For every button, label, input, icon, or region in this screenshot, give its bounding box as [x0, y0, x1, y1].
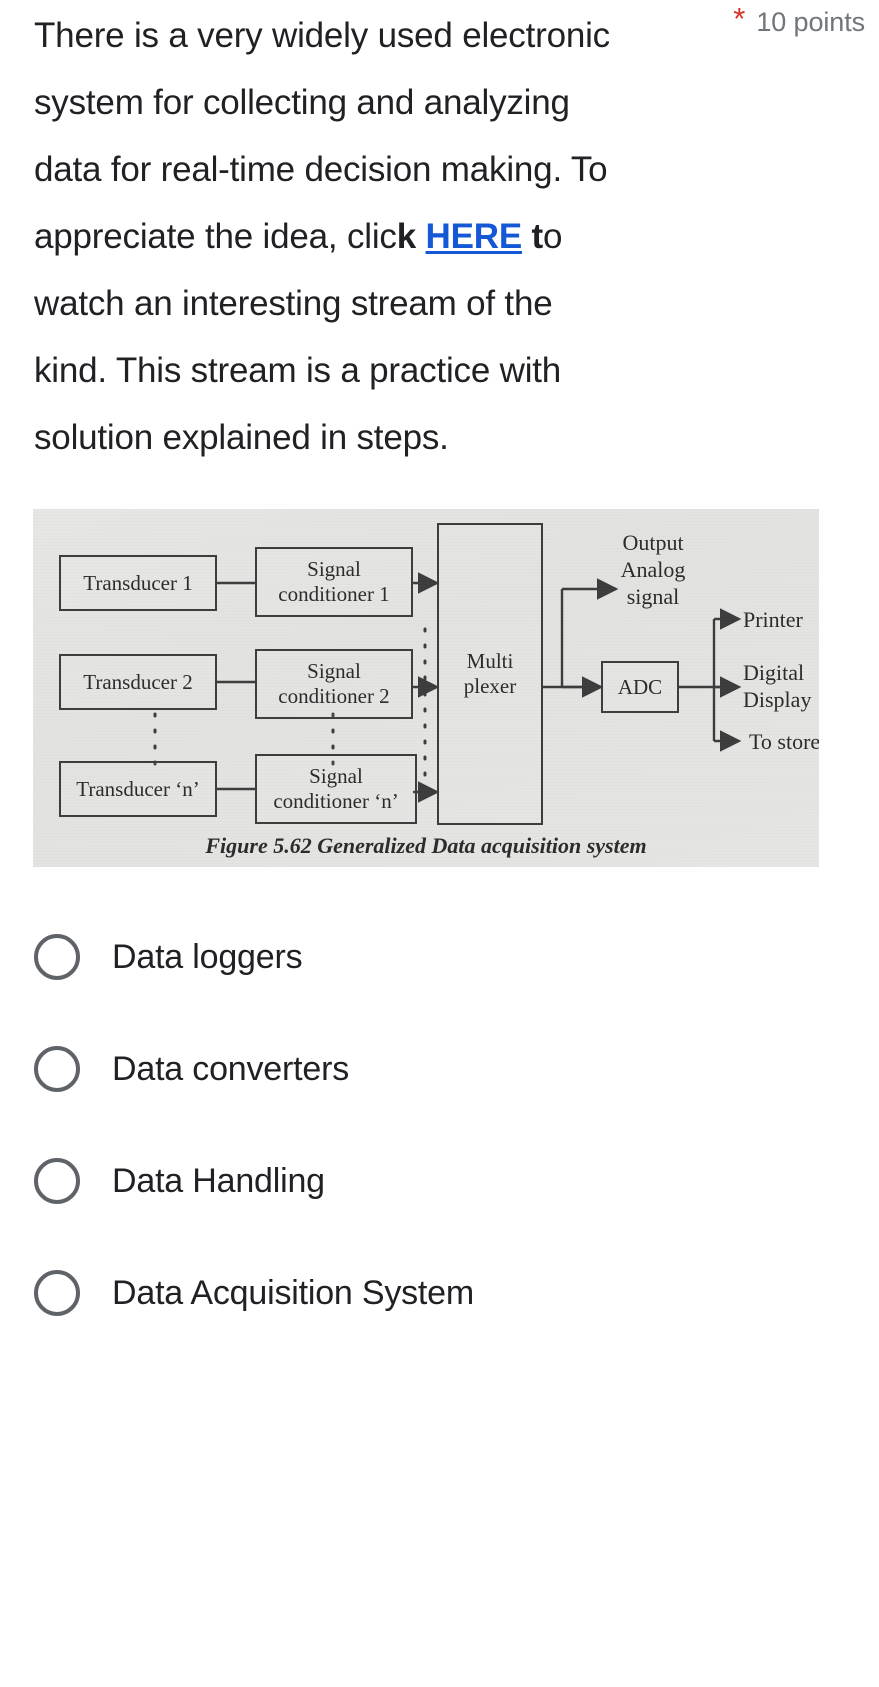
option-label: Data Acquisition System — [112, 1273, 475, 1312]
block-label-line2: conditioner 2 — [278, 684, 390, 708]
option-row-data-loggers[interactable]: Data loggers — [34, 901, 879, 1013]
block-label-line2: plexer — [463, 674, 517, 698]
required-asterisk-icon: * — [733, 1, 746, 36]
block-signal-conditioner-2: Signal conditioner 2 — [255, 649, 413, 719]
figure-caption: Figure 5.62 Generalized Data acquisition… — [205, 833, 647, 858]
output-line1: Output — [622, 530, 684, 555]
block-adc: ADC — [601, 661, 679, 713]
option-row-data-acquisition-system[interactable]: Data Acquisition System — [34, 1237, 879, 1349]
output-line3: signal — [626, 584, 680, 609]
here-link[interactable]: HERE — [425, 217, 523, 256]
diagram-canvas: Transducer 1 Signal conditioner 1 Transd… — [33, 509, 819, 867]
output-analog-signal-label: Output Analog signal — [593, 529, 713, 610]
block-label-line2: conditioner ‘n’ — [273, 789, 399, 813]
block-label: Transducer ‘n’ — [76, 776, 200, 801]
diagram-wires — [153, 572, 742, 803]
option-row-data-handling[interactable]: Data Handling — [34, 1125, 879, 1237]
question-bold-t: t — [531, 217, 544, 256]
block-transducer-2: Transducer 2 — [59, 654, 217, 710]
option-row-data-converters[interactable]: Data converters — [34, 1013, 879, 1125]
data-acquisition-diagram-image: Transducer 1 Signal conditioner 1 Transd… — [33, 509, 819, 867]
block-label: Transducer 2 — [83, 669, 193, 694]
radio-button-icon[interactable] — [34, 1158, 80, 1204]
output-line1: Digital — [743, 660, 805, 685]
question-text-part-1: There is a very widely used electronic s… — [34, 16, 610, 256]
output-printer-label: Printer — [743, 607, 803, 632]
block-label: ADC — [617, 674, 663, 699]
block-label-line1: Signal — [307, 557, 361, 581]
block-signal-conditioner-1: Signal conditioner 1 — [255, 547, 413, 617]
points-badge: * 10 points — [733, 1, 865, 40]
block-label-line1: Multi — [466, 649, 514, 673]
answer-options-group: Data loggers Data converters Data Handli… — [0, 901, 879, 1349]
option-label: Data converters — [112, 1049, 349, 1088]
block-transducer-n: Transducer ‘n’ — [59, 761, 217, 817]
question-title: There is a very widely used electronic s… — [34, 0, 634, 471]
output-line2: Analog — [620, 557, 686, 582]
question-block: * 10 points There is a very widely used … — [0, 0, 879, 471]
output-line2: Display — [743, 687, 812, 712]
block-label: Transducer 1 — [83, 570, 193, 595]
question-bold-k: k — [396, 217, 416, 256]
output-to-store-label: To store — [749, 729, 819, 754]
option-label: Data loggers — [112, 937, 303, 976]
block-label-line1: Signal — [307, 659, 361, 683]
output-digital-display-label: Digital Display — [743, 659, 811, 713]
question-text-part-2: o watch an interesting stream of the kin… — [34, 217, 563, 457]
radio-button-icon[interactable] — [34, 1046, 80, 1092]
radio-button-icon[interactable] — [34, 934, 80, 980]
radio-button-icon[interactable] — [34, 1270, 80, 1316]
block-label-line1: Signal — [309, 764, 363, 788]
block-transducer-1: Transducer 1 — [59, 555, 217, 611]
points-label: 10 points — [756, 7, 865, 37]
block-signal-conditioner-n: Signal conditioner ‘n’ — [255, 754, 417, 824]
block-label-line2: conditioner 1 — [278, 582, 390, 606]
block-multiplexer: Multi plexer — [437, 523, 543, 825]
option-label: Data Handling — [112, 1161, 325, 1200]
